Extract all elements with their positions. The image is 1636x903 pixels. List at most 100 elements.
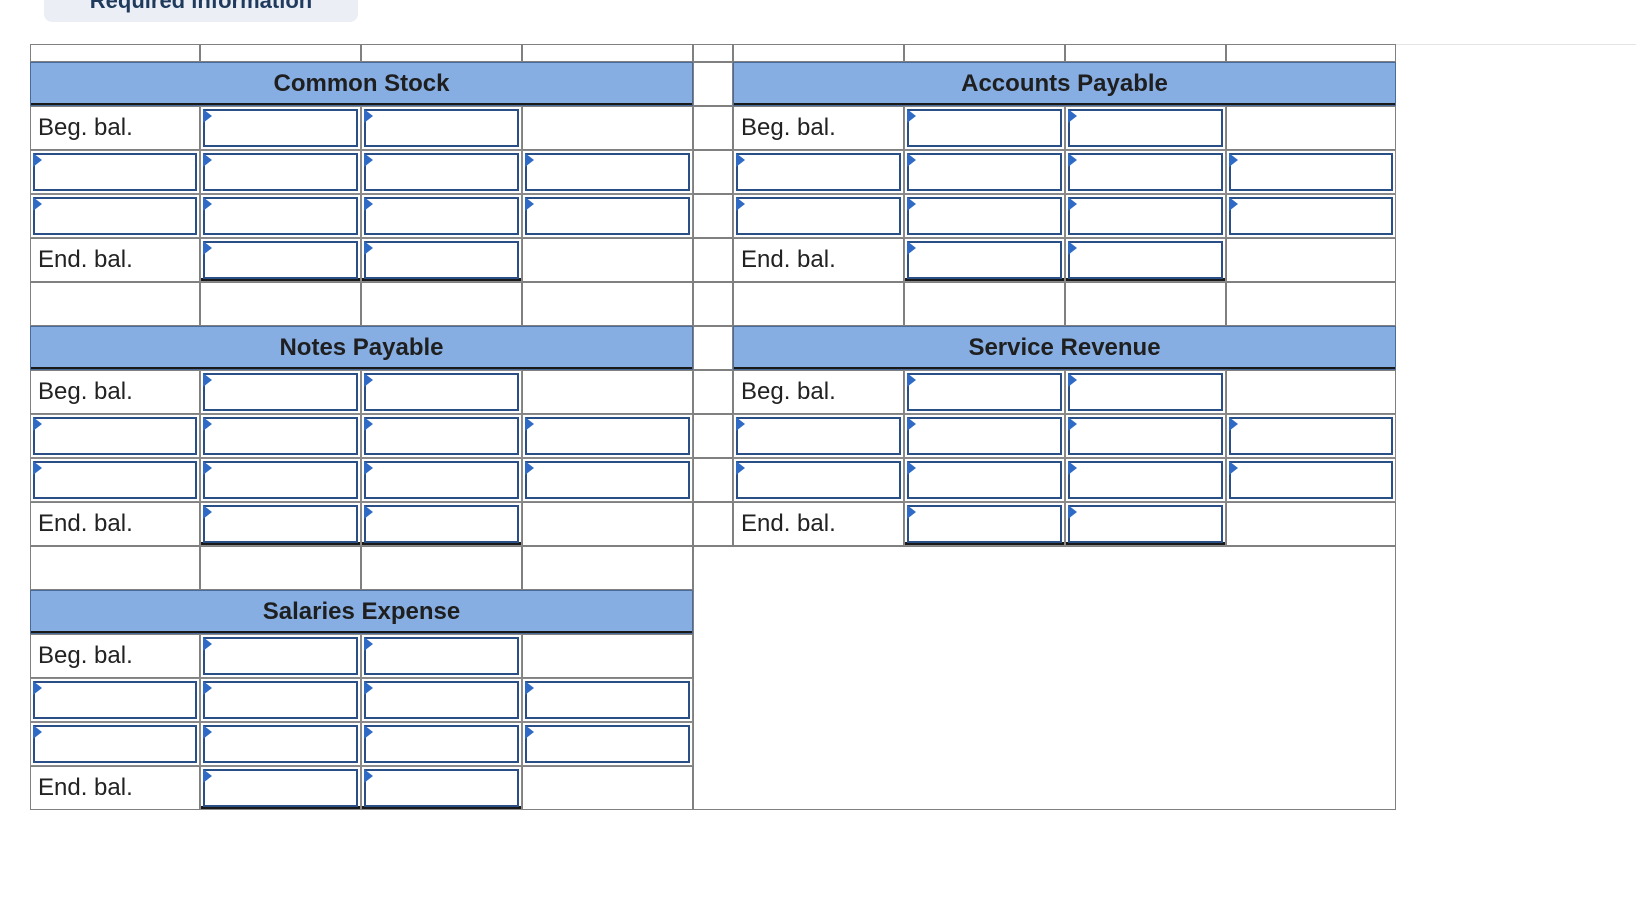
account-0-end-debit[interactable]: [200, 238, 361, 282]
account-3-entry1-debit-field[interactable]: [907, 417, 1062, 455]
account-3-end-debit[interactable]: [904, 502, 1065, 546]
account-1-beg-credit-field[interactable]: [1068, 109, 1223, 147]
account-1-entry2-amount-field[interactable]: [1229, 197, 1393, 235]
account-3-entry2-credit-field[interactable]: [1068, 461, 1223, 499]
account-4-end-debit-field[interactable]: [203, 769, 358, 807]
account-1-end-debit-field[interactable]: [907, 241, 1062, 279]
account-4-entry2-ref-field[interactable]: [33, 725, 197, 763]
account-4-end-debit[interactable]: [200, 766, 361, 810]
account-3-entry1-ref[interactable]: [733, 414, 904, 458]
account-0-entry2-amount-field[interactable]: [525, 197, 690, 235]
account-0-entry2-ref-field[interactable]: [33, 197, 197, 235]
account-4-beg-credit[interactable]: [361, 634, 522, 678]
account-0-entry1-amount[interactable]: [522, 150, 693, 194]
account-4-end-credit-field[interactable]: [364, 769, 519, 807]
account-4-entry1-debit-field[interactable]: [203, 681, 358, 719]
account-4-entry2-credit[interactable]: [361, 722, 522, 766]
account-0-entry1-ref[interactable]: [30, 150, 200, 194]
account-2-beg-credit-field[interactable]: [364, 373, 519, 411]
account-0-entry2-credit[interactable]: [361, 194, 522, 238]
account-2-beg-debit-field[interactable]: [203, 373, 358, 411]
account-4-entry1-credit-field[interactable]: [364, 681, 519, 719]
account-4-entry2-ref[interactable]: [30, 722, 200, 766]
account-1-entry1-debit[interactable]: [904, 150, 1065, 194]
account-2-entry1-debit[interactable]: [200, 414, 361, 458]
account-0-beg-debit-field[interactable]: [203, 109, 358, 147]
account-2-entry2-amount[interactable]: [522, 458, 693, 502]
account-1-end-credit[interactable]: [1065, 238, 1226, 282]
account-1-entry2-ref-field[interactable]: [736, 197, 901, 235]
account-3-entry1-ref-field[interactable]: [736, 417, 901, 455]
account-3-entry2-credit[interactable]: [1065, 458, 1226, 502]
account-3-entry2-ref[interactable]: [733, 458, 904, 502]
account-2-entry1-amount-field[interactable]: [525, 417, 690, 455]
account-4-entry2-credit-field[interactable]: [364, 725, 519, 763]
account-3-entry2-debit[interactable]: [904, 458, 1065, 502]
account-0-entry1-credit[interactable]: [361, 150, 522, 194]
account-1-end-credit-field[interactable]: [1068, 241, 1223, 279]
account-2-entry2-debit[interactable]: [200, 458, 361, 502]
account-1-entry1-credit[interactable]: [1065, 150, 1226, 194]
account-4-beg-debit-field[interactable]: [203, 637, 358, 675]
account-0-entry2-ref[interactable]: [30, 194, 200, 238]
account-2-entry2-debit-field[interactable]: [203, 461, 358, 499]
account-3-entry2-debit-field[interactable]: [907, 461, 1062, 499]
account-0-beg-credit-field[interactable]: [364, 109, 519, 147]
account-2-entry2-credit-field[interactable]: [364, 461, 519, 499]
account-4-entry1-debit[interactable]: [200, 678, 361, 722]
account-1-beg-credit[interactable]: [1065, 106, 1226, 150]
account-1-end-debit[interactable]: [904, 238, 1065, 282]
account-2-entry1-debit-field[interactable]: [203, 417, 358, 455]
account-1-beg-debit-field[interactable]: [907, 109, 1062, 147]
account-3-end-debit-field[interactable]: [907, 505, 1062, 543]
account-0-entry2-debit-field[interactable]: [203, 197, 358, 235]
account-3-entry1-credit-field[interactable]: [1068, 417, 1223, 455]
account-3-beg-credit-field[interactable]: [1068, 373, 1223, 411]
account-3-entry1-amount-field[interactable]: [1229, 417, 1393, 455]
account-1-entry1-credit-field[interactable]: [1068, 153, 1223, 191]
account-3-end-credit-field[interactable]: [1068, 505, 1223, 543]
account-4-entry2-amount-field[interactable]: [525, 725, 690, 763]
account-1-entry1-ref-field[interactable]: [736, 153, 901, 191]
account-0-entry2-amount[interactable]: [522, 194, 693, 238]
account-0-beg-credit[interactable]: [361, 106, 522, 150]
account-1-entry1-amount[interactable]: [1226, 150, 1396, 194]
account-0-entry1-ref-field[interactable]: [33, 153, 197, 191]
account-4-entry2-debit[interactable]: [200, 722, 361, 766]
account-4-entry2-debit-field[interactable]: [203, 725, 358, 763]
account-1-entry2-debit[interactable]: [904, 194, 1065, 238]
account-2-end-credit[interactable]: [361, 502, 522, 546]
account-4-entry1-ref-field[interactable]: [33, 681, 197, 719]
account-0-entry1-debit[interactable]: [200, 150, 361, 194]
account-0-entry2-credit-field[interactable]: [364, 197, 519, 235]
account-3-entry1-credit[interactable]: [1065, 414, 1226, 458]
account-0-entry1-debit-field[interactable]: [203, 153, 358, 191]
account-2-beg-debit[interactable]: [200, 370, 361, 414]
account-1-entry2-amount[interactable]: [1226, 194, 1396, 238]
account-0-end-credit-field[interactable]: [364, 241, 519, 279]
account-2-end-credit-field[interactable]: [364, 505, 519, 543]
account-3-end-credit[interactable]: [1065, 502, 1226, 546]
account-3-entry1-amount[interactable]: [1226, 414, 1396, 458]
account-3-entry2-amount[interactable]: [1226, 458, 1396, 502]
account-3-entry2-amount-field[interactable]: [1229, 461, 1393, 499]
account-4-beg-credit-field[interactable]: [364, 637, 519, 675]
account-1-entry2-credit-field[interactable]: [1068, 197, 1223, 235]
account-3-beg-debit[interactable]: [904, 370, 1065, 414]
account-3-beg-debit-field[interactable]: [907, 373, 1062, 411]
account-4-entry2-amount[interactable]: [522, 722, 693, 766]
account-2-beg-credit[interactable]: [361, 370, 522, 414]
account-2-entry2-ref-field[interactable]: [33, 461, 197, 499]
account-0-end-credit[interactable]: [361, 238, 522, 282]
account-2-entry2-credit[interactable]: [361, 458, 522, 502]
account-0-end-debit-field[interactable]: [203, 241, 358, 279]
account-4-entry1-ref[interactable]: [30, 678, 200, 722]
account-2-entry1-credit-field[interactable]: [364, 417, 519, 455]
account-3-beg-credit[interactable]: [1065, 370, 1226, 414]
account-1-entry1-debit-field[interactable]: [907, 153, 1062, 191]
account-3-entry1-debit[interactable]: [904, 414, 1065, 458]
account-1-beg-debit[interactable]: [904, 106, 1065, 150]
account-4-entry1-credit[interactable]: [361, 678, 522, 722]
account-0-beg-debit[interactable]: [200, 106, 361, 150]
account-1-entry1-ref[interactable]: [733, 150, 904, 194]
